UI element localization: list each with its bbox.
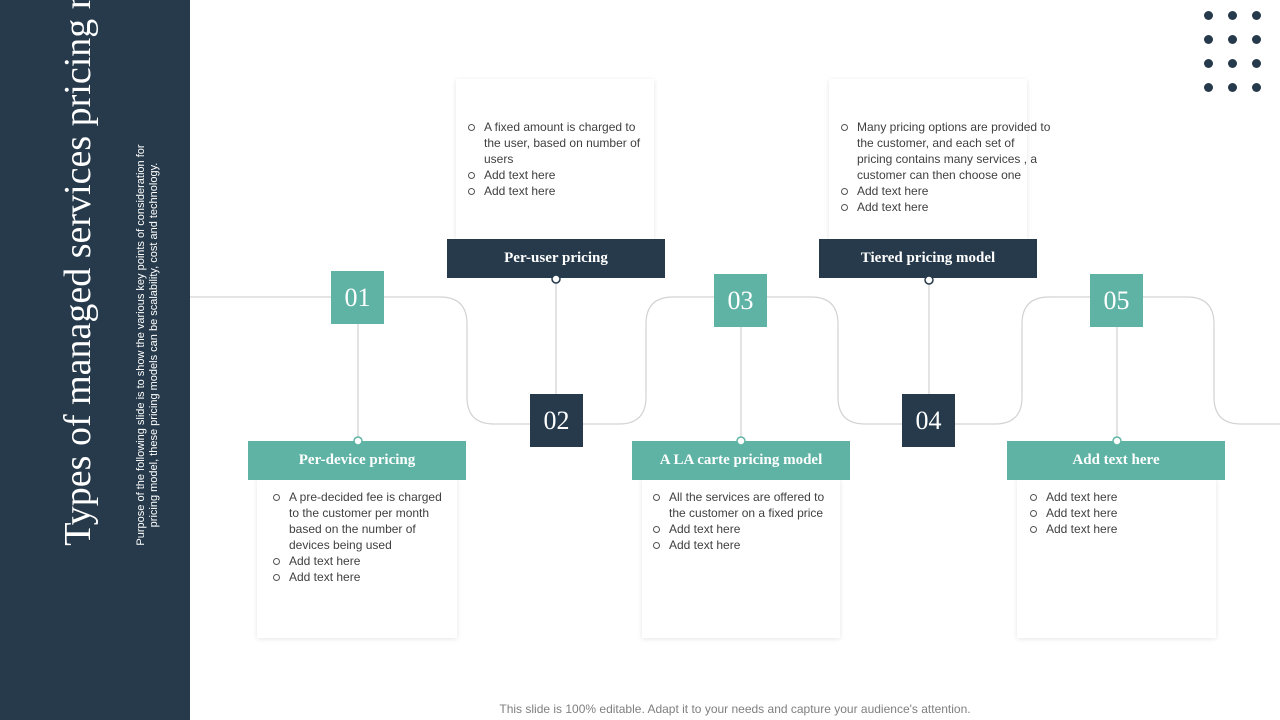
step-01-number: 01	[331, 271, 384, 324]
bullet-item: Add text here	[839, 199, 1051, 215]
footer-note: This slide is 100% editable. Adapt it to…	[499, 702, 971, 716]
bullet-item: All the services are offered to the cust…	[651, 489, 826, 521]
step-05-label: Add text here	[1007, 441, 1225, 480]
bullet-item: Add text here	[839, 183, 1051, 199]
step-01-description-card	[257, 478, 457, 638]
step-04-label: Tiered pricing model	[819, 239, 1037, 278]
step-02-number: 02	[530, 394, 583, 447]
step-02-bullet-list: A fixed amount is charged to the user, b…	[466, 119, 646, 199]
bullet-item: Add text here	[271, 569, 446, 585]
decorative-dot-grid	[1202, 8, 1268, 98]
step-01-bullet-list: A pre-decided fee is charged to the cust…	[271, 489, 446, 585]
bullet-item: Add text here	[651, 521, 826, 537]
step-05-number: 05	[1090, 274, 1143, 327]
sidebar: Types of managed services pricing model …	[0, 0, 190, 720]
bullet-item: Add text here	[271, 553, 446, 569]
step-03-number: 03	[714, 274, 767, 327]
bullet-item: Many pricing options are provided to the…	[839, 119, 1051, 183]
step-03-description-card	[642, 478, 840, 638]
step-04-description-card	[829, 79, 1027, 239]
step-03-label: A LA carte pricing model	[632, 441, 850, 480]
step-04-number: 04	[902, 394, 955, 447]
step-01-label: Per-device pricing	[248, 441, 466, 480]
bullet-item: Add text here	[466, 183, 646, 199]
step-03-bullet-list: All the services are offered to the cust…	[651, 489, 826, 553]
bullet-item: Add text here	[1028, 505, 1203, 521]
step-04-bullet-list: Many pricing options are provided to the…	[839, 119, 1051, 215]
step-02-label: Per-user pricing	[447, 239, 665, 278]
bullet-item: Add text here	[651, 537, 826, 553]
bullet-item: A fixed amount is charged to the user, b…	[466, 119, 646, 167]
bullet-item: Add text here	[1028, 521, 1203, 537]
step-05-description-card	[1017, 478, 1216, 638]
bullet-item: Add text here	[1028, 489, 1203, 505]
step-02-description-card	[456, 79, 654, 239]
step-05-bullet-list: Add text here Add text here Add text her…	[1028, 489, 1203, 537]
bullet-item: Add text here	[466, 167, 646, 183]
bullet-item: A pre-decided fee is charged to the cust…	[271, 489, 446, 553]
